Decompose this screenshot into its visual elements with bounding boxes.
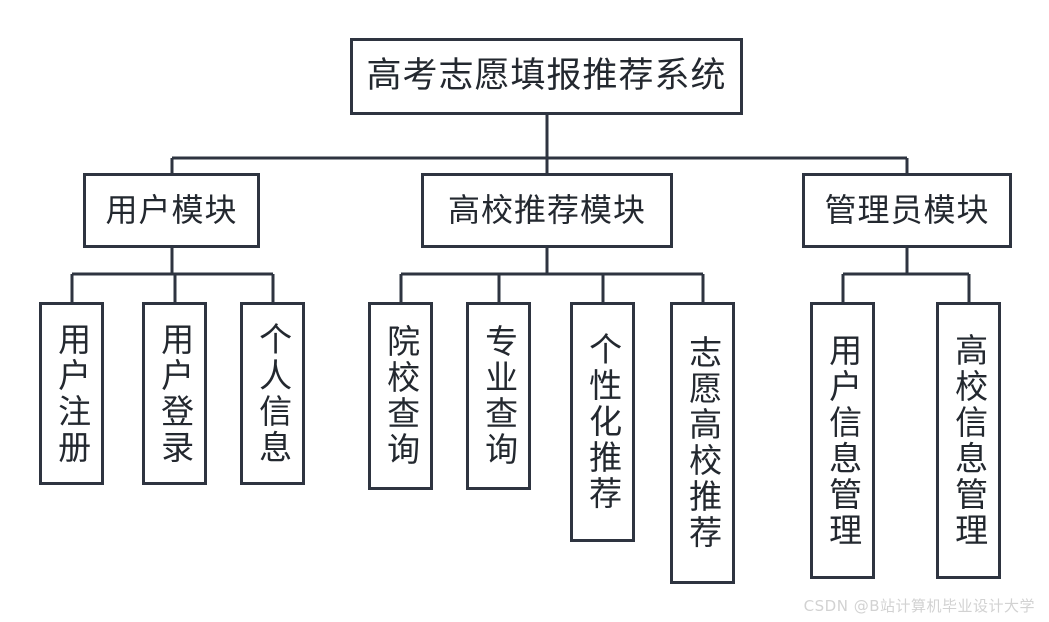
node-root[interactable]: 高考志愿填报推荐系统 — [350, 38, 743, 115]
node-volunteer-college-recommend[interactable]: 志愿高校推荐 — [670, 302, 735, 584]
node-college-recommend-module[interactable]: 高校推荐模块 — [421, 173, 673, 248]
node-user-login[interactable]: 用户登录 — [142, 302, 207, 485]
node-user-info-management[interactable]: 用户信息管理 — [810, 302, 875, 579]
node-admin-module[interactable]: 管理员模块 — [802, 173, 1012, 248]
node-user-module[interactable]: 用户模块 — [83, 173, 260, 248]
node-personal-info[interactable]: 个人信息 — [240, 302, 305, 485]
node-major-query[interactable]: 专业查询 — [466, 302, 531, 490]
node-user-register[interactable]: 用户注册 — [39, 302, 104, 485]
node-personalized-recommend[interactable]: 个性化推荐 — [570, 302, 635, 542]
node-college-info-management[interactable]: 高校信息管理 — [936, 302, 1001, 579]
watermark: CSDN @B站计算机毕业设计大学 — [803, 597, 1035, 615]
node-college-query[interactable]: 院校查询 — [368, 302, 433, 490]
